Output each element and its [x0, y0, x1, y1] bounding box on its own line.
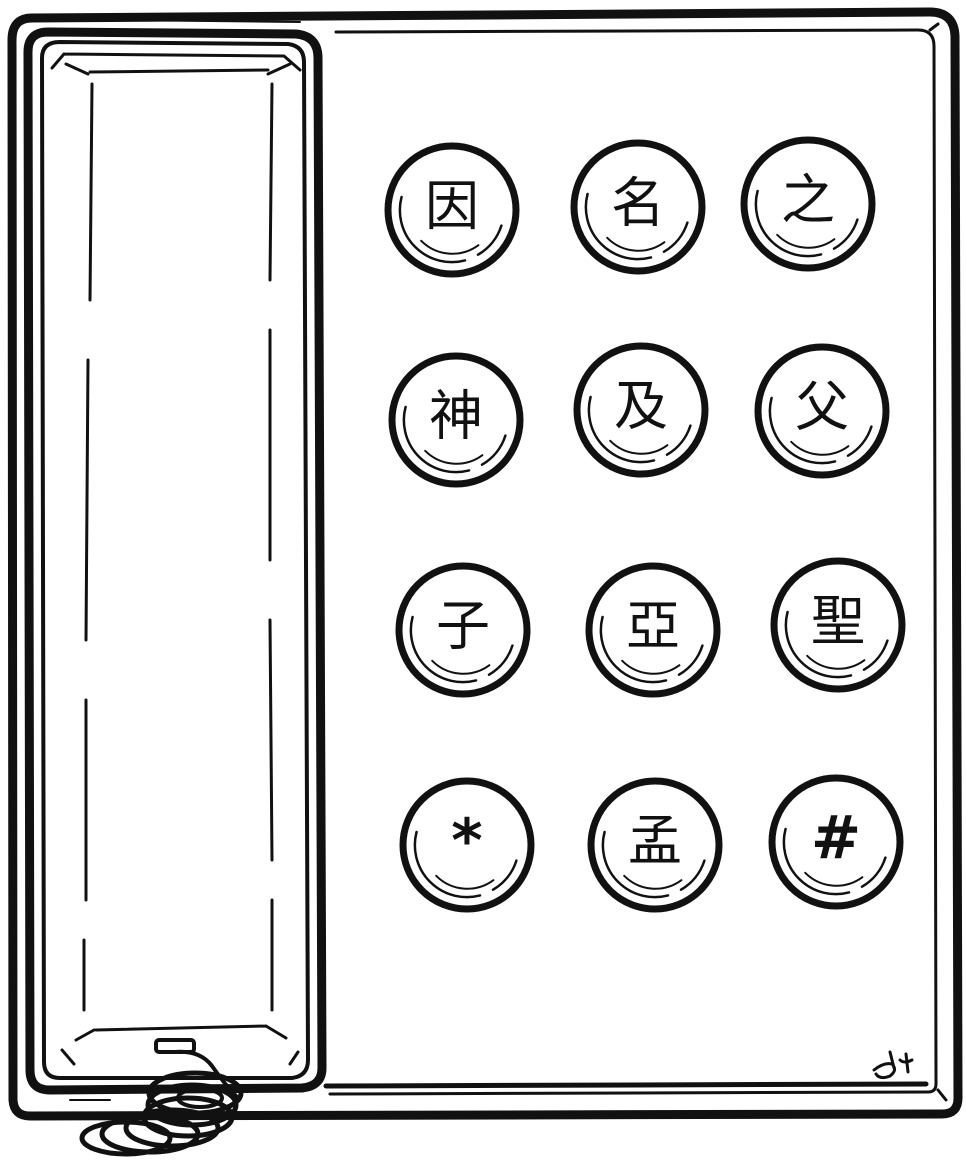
button-rim [585, 562, 721, 698]
button-inner-shadow [606, 236, 666, 252]
keypad-button-label: # [811, 803, 861, 873]
button-highlight [782, 827, 887, 896]
keypad-button-r1-c1[interactable]: 因 [384, 142, 520, 278]
button-rim [395, 562, 531, 698]
artist-signature: Jy [872, 1050, 914, 1080]
keypad-button-r4-c2[interactable]: 孟 [587, 777, 723, 913]
button-highlight [601, 830, 706, 899]
button-highlight [599, 615, 704, 684]
button-inner-shadow [435, 874, 495, 890]
button-inner-shadow [806, 654, 866, 670]
button-rim [768, 774, 904, 910]
keypad-button-r1-c3[interactable]: 之 [740, 136, 876, 272]
keypad-button-label: 神 [429, 385, 483, 448]
keypad-button-r2-c1[interactable]: 神 [388, 352, 524, 488]
keypad-button-r3-c3[interactable]: 聖 [770, 557, 906, 693]
button-inner-shadow [424, 449, 484, 465]
keypad-button-r4-c3[interactable]: # [768, 774, 904, 910]
phone-body [7, 7, 963, 1121]
keypad-button-label: 及 [614, 375, 668, 438]
keypad-button-r4-c1[interactable]: * [399, 777, 535, 913]
button-highlight [784, 610, 889, 679]
button-rim [770, 557, 906, 693]
button-rim [570, 139, 706, 275]
keypad-button-label: * [451, 806, 482, 876]
button-highlight [584, 192, 689, 261]
keypad-button-label: 聖 [811, 590, 865, 653]
button-rim [587, 777, 723, 913]
keypad-button-label: 父 [795, 376, 849, 439]
coiled-cord [79, 1049, 244, 1157]
button-highlight [402, 405, 507, 474]
button-highlight [754, 189, 859, 258]
button-rim [573, 342, 709, 478]
button-rim [740, 136, 876, 272]
button-inner-shadow [621, 659, 681, 675]
button-highlight [587, 395, 692, 464]
keypad-button-r2-c2[interactable]: 及 [573, 342, 709, 478]
button-inner-shadow [776, 233, 836, 249]
button-highlight [398, 195, 503, 264]
keypad: 因 名 之神 及 父子 亞 聖 * 孟 # [384, 136, 906, 913]
button-highlight [409, 615, 514, 684]
keypad-button-label: 名 [611, 172, 665, 235]
handset[interactable] [23, 19, 327, 1101]
button-inner-shadow [431, 659, 491, 675]
signature-text: Jy [895, 1063, 899, 1065]
button-rim [399, 777, 535, 913]
button-inner-shadow [420, 239, 480, 255]
keypad-button-label: 亞 [626, 595, 680, 658]
button-inner-shadow [790, 440, 850, 456]
button-inner-shadow [804, 871, 864, 887]
button-highlight [768, 396, 873, 465]
keypad-button-r1-c2[interactable]: 名 [570, 139, 706, 275]
keypad-button-label: 之 [781, 169, 835, 232]
button-highlight [413, 830, 518, 899]
button-rim [384, 142, 520, 278]
keypad-button-label: 因 [425, 175, 479, 238]
button-rim [388, 352, 524, 488]
keypad-button-r2-c3[interactable]: 父 [754, 343, 890, 479]
keypad-button-r3-c2[interactable]: 亞 [585, 562, 721, 698]
keypad-button-r3-c1[interactable]: 子 [395, 562, 531, 698]
keypad-button-label: 孟 [628, 810, 682, 873]
button-inner-shadow [623, 874, 683, 890]
button-rim [754, 343, 890, 479]
button-inner-shadow [609, 439, 669, 455]
keypad-button-label: 子 [436, 595, 490, 658]
